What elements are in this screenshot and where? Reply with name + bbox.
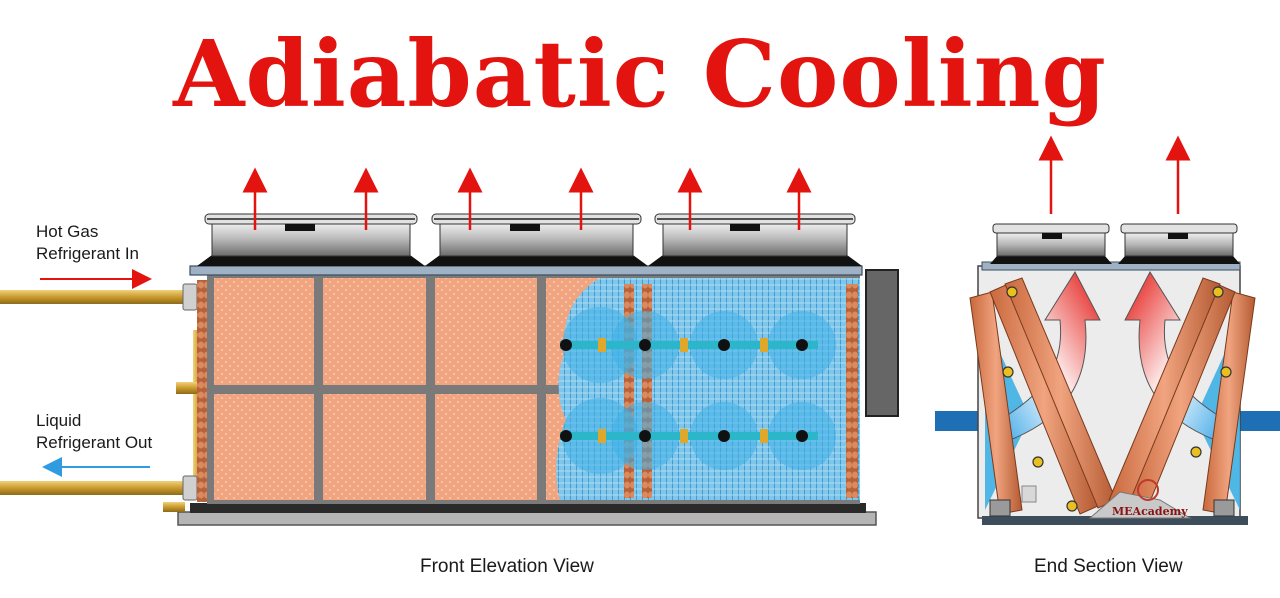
liquid-label-line2: Refrigerant Out: [36, 433, 153, 452]
end-section-unit: [935, 135, 1280, 525]
liquid-pipe: [0, 481, 192, 495]
base-rail: [177, 511, 877, 526]
control-box: [865, 269, 899, 417]
front-elevation-unit: [0, 167, 899, 526]
base-frame: [190, 503, 866, 513]
airflow-arrow-icon: [1038, 135, 1191, 214]
end-view-caption: End Section View: [1034, 556, 1183, 577]
top-plate: [189, 265, 863, 276]
spray-headers: [560, 338, 818, 443]
v-coil-left: [989, 277, 1117, 515]
fan-icon: [197, 213, 425, 266]
page-title: Adiabatic Cooling: [173, 20, 1107, 128]
liquid-label-line1: Liquid: [36, 411, 82, 430]
side-pipe-right: [1238, 411, 1280, 431]
fan-icon: [648, 213, 862, 266]
side-pipe-left: [935, 411, 985, 431]
hot-gas-label-line2: Refrigerant In: [36, 244, 139, 263]
adiabatic-pads: [214, 278, 616, 500]
front-view-caption: Front Elevation View: [420, 556, 594, 577]
airflow-arrow-icon: [242, 167, 812, 230]
hot-gas-label-line1: Hot Gas: [36, 222, 99, 241]
fan-icon: [1118, 223, 1240, 264]
logo-mark: [1088, 491, 1192, 519]
fan-icon: [990, 223, 1112, 264]
hot-gas-pipe: [0, 290, 192, 304]
logo-text: MEAcademy: [1112, 505, 1188, 518]
fan-icon: [425, 213, 648, 266]
